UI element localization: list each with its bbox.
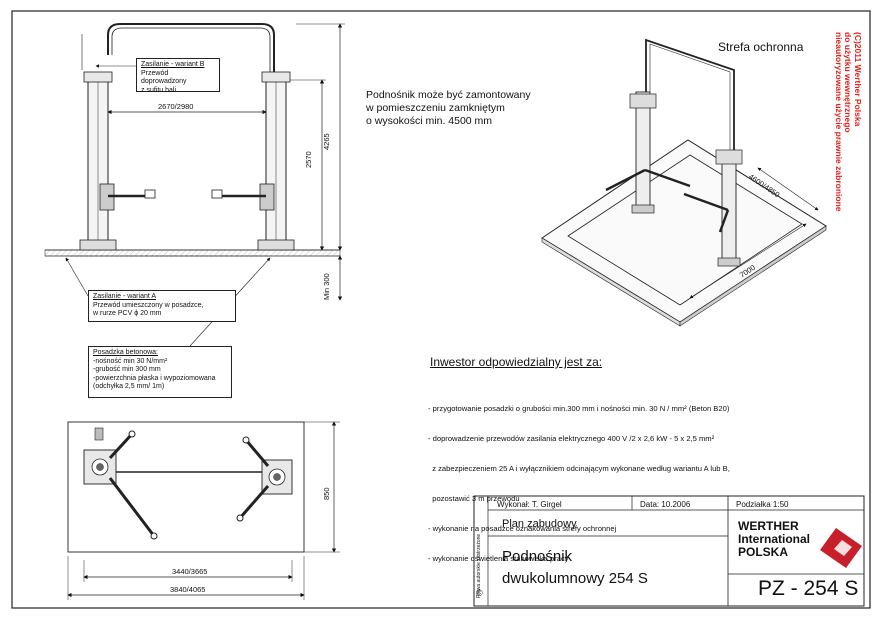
plan-view [67,421,305,553]
copyright-line-2: do użytku wewnętrznego [843,32,854,133]
plan-dims [67,421,340,600]
floor-line-2: -grubość min 300 mm [93,366,161,374]
variant-b-line-2: z sufitu hali [141,86,177,94]
investor-item-6: - wykonanie oświetlenia stanowiska pracy [428,554,569,563]
dim-vertical [290,23,345,301]
company-line-3: POLSKA [738,545,789,559]
variant-a-title: Zasilanie - wariant A [93,293,157,300]
werther-logo [820,528,862,568]
product-name-line-1: Podnośnik [502,548,573,565]
dim-4265-label: 4265 [322,133,331,150]
investor-item-5: - wykonanie na posadzce oznakowania stre… [428,524,617,533]
safety-zone-label: Strefa ochronna [718,40,804,54]
front-elevation [44,23,341,257]
dim-min300-label: Min 300 [322,273,331,300]
isometric-view [541,38,827,327]
variant-b-title: Zasilanie - wariant B [141,61,205,68]
dim-850-label: 850 [322,487,331,500]
investor-item-1: - przygotowanie posadzki o grubości min.… [428,404,730,413]
company-name: WERTHER International POLSKA [738,520,810,559]
variant-a-line-1: Przewód umieszczony w posadzce, [93,301,204,309]
variant-b-line-1: Przewód doprowadzony [141,69,187,86]
drawing-date: Data: 10.2006 [640,500,691,509]
floor-line-3: -powierzchnia płaska i wypoziomowana [93,374,216,382]
floor-line-1: -nośność min 30 N/mm² [93,357,168,365]
mount-line-3: o wysokości min. 4500 mm [366,115,493,127]
mount-height-note: Podnośnik może być zamontowany w pomiesz… [366,89,531,128]
copyright-line-3: nieautoryzowane użycie prawnie zabronion… [834,32,844,212]
investor-item-2: - doprowadzenie przewodów zasilania elek… [428,434,715,443]
product-name-line-2: dwukolumnowy 254 S [502,570,648,587]
company-line-2: International [738,532,811,546]
floor-note: Posadzka betonowa: -nośność min 30 N/mm²… [88,346,232,398]
copyright-notice: (C)2011 Werther Polska do użytku wewnętr… [834,32,863,211]
investor-title: Inwestor odpowiedzialny jest za: [430,355,603,369]
variant-a-line-2: w rurze PCV ϕ 20 mm [93,310,162,318]
variant-b-note: Zasilanie - wariant B Przewód doprowadzo… [136,58,220,94]
floor-line-4: (odchyłka 2,5 mm/ 1m) [93,383,165,391]
drawing-scale: Podziałka 1:50 [736,500,789,509]
mount-line-1: Podnośnik może być zamontowany [366,89,531,101]
copyright-symbol: © [476,588,483,598]
made-by: Wykonał: T. Girgel [497,500,562,509]
dim-3840-label: 3840/4065 [170,585,206,594]
floor-title: Posadzka betonowa: [93,349,158,356]
sheet-frame [11,10,871,609]
company-line-1: WERTHER [738,519,799,533]
investor-list: - przygotowanie posadzki o grubości min.… [428,384,730,574]
dim-width-label: 2670/2980 [158,102,194,111]
variant-a-note: Zasilanie - wariant A Przewód umieszczon… [88,290,236,322]
dim-2570-label: 2570 [304,151,313,168]
copyright-line-1: (C)2011 Werther Polska [853,32,863,127]
investor-item-4: pozostawić 3 m przewodu [428,494,520,503]
plan-type: Plan zabudowy [502,518,577,530]
drawing-code: PZ - 254 S [758,577,859,600]
investor-item-3: z zabezpieczeniem 25 A i wyłącznikiem od… [428,464,730,473]
mount-line-2: w pomieszczeniu zamkniętym [366,102,505,114]
title-block [473,495,865,607]
dim-3440-label: 3440/3665 [172,567,208,576]
